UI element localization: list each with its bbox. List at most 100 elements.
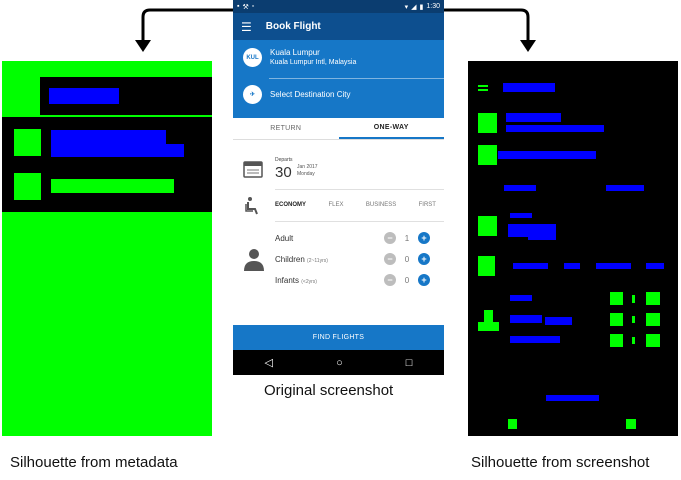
home-icon[interactable]: ○ <box>336 356 343 369</box>
sil-person-icon-body <box>478 322 499 331</box>
sil-infants-count <box>632 337 635 344</box>
sil-depart-month <box>528 235 556 240</box>
destination-placeholder: Select Destination City <box>270 89 351 99</box>
departs-label: Departs <box>275 157 293 163</box>
sil-adult-label <box>510 295 532 301</box>
android-nav-bar: ◁ ○ □ <box>233 350 444 375</box>
sil-children-age <box>545 317 572 325</box>
destination-row[interactable]: ✈ Select Destination City <box>243 85 350 104</box>
sil-title-block <box>503 83 555 92</box>
origin-code-badge: KUL <box>243 48 262 67</box>
find-flights-button[interactable]: FIND FLIGHTS <box>233 325 444 350</box>
minus-icon[interactable]: − <box>384 232 396 244</box>
depart-month-year: Jan 2017 <box>297 164 318 170</box>
class-first[interactable]: FIRST <box>418 202 436 208</box>
sil-destination-icon <box>14 173 41 200</box>
sil-origin-text-1 <box>51 130 166 144</box>
caption-original: Original screenshot <box>264 382 394 399</box>
arrow-head-left <box>135 40 151 52</box>
sil-children-count <box>632 316 635 323</box>
status-time: 1:30 <box>426 3 440 10</box>
sil-infants-plus <box>646 334 660 347</box>
sil-calendar-icon <box>478 216 497 236</box>
sil-destination-text <box>498 151 596 159</box>
status-bar: ▪ ⚒ ▫ ▾ ◢ ▮ 1:30 <box>233 0 444 13</box>
minus-icon[interactable]: − <box>384 274 396 286</box>
caption-metadata: Silhouette from metadata <box>10 454 178 471</box>
origin-airport: Kuala Lumpur Intl, Malaysia <box>270 59 357 66</box>
class-flex[interactable]: FLEX <box>328 202 344 208</box>
class-economy[interactable]: ECONOMY <box>275 202 307 208</box>
app-title: Book Flight <box>265 21 321 32</box>
cabin-class-options: ECONOMY FLEX BUSINESS FIRST <box>275 202 436 208</box>
children-label: Children <box>275 254 305 264</box>
phone-screenshot: ▪ ⚒ ▫ ▾ ◢ ▮ 1:30 ☰ Book Flight KUL Kuala… <box>233 0 444 375</box>
adult-label: Adult <box>275 233 294 243</box>
sil-children-minus <box>610 313 623 326</box>
sil-children-plus <box>646 313 660 326</box>
passenger-row-children: Children (2~11yrs) − 0 + <box>275 253 430 265</box>
minus-icon[interactable]: − <box>384 253 396 265</box>
passenger-row-adult: Adult − 1 + <box>275 232 430 244</box>
plus-icon[interactable]: + <box>418 232 430 244</box>
sil-origin-icon <box>478 113 497 133</box>
screenshot-silhouette <box>468 61 678 436</box>
departs-section[interactable]: Departs 30 Jan 2017 Monday <box>233 157 444 187</box>
sil-nav-back <box>508 419 517 429</box>
sil-infants-label <box>510 336 560 343</box>
passenger-label: Children (2~11yrs) <box>275 255 384 264</box>
arrow-to-metadata <box>141 8 233 44</box>
divider <box>275 189 444 190</box>
class-business[interactable]: BUSINESS <box>365 202 397 208</box>
plus-icon[interactable]: + <box>418 253 430 265</box>
sil-menu-mark <box>478 85 488 87</box>
depart-month-block: Jan 2017 Monday <box>297 164 318 178</box>
sil-tab-oneway <box>606 185 644 191</box>
trip-type-tabs: RETURN ONE-WAY <box>233 118 444 140</box>
sil-person-icon-head <box>484 310 493 322</box>
route-divider <box>269 78 444 79</box>
origin-row[interactable]: KUL Kuala Lumpur Kuala Lumpur Intl, Mala… <box>243 48 356 67</box>
sil-adult-plus <box>646 292 660 305</box>
sil-origin-text-2 <box>506 125 604 132</box>
tab-return[interactable]: RETURN <box>270 125 302 132</box>
passenger-label: Infants (<2yrs) <box>275 276 384 285</box>
depart-weekday: Monday <box>297 171 315 177</box>
arrow-to-screenshot <box>444 8 530 44</box>
origin-text: Kuala Lumpur Kuala Lumpur Intl, Malaysia <box>270 48 356 67</box>
passenger-row-infants: Infants (<2yrs) − 0 + <box>275 274 430 286</box>
sil-departs-label <box>510 213 532 218</box>
sil-nav-recent <box>626 419 636 429</box>
signal-icon: ◢ <box>411 3 417 11</box>
sil-class-flex <box>564 263 580 269</box>
tab-one-way[interactable]: ONE-WAY <box>338 118 444 139</box>
calendar-icon <box>243 161 263 178</box>
status-icons-right: ▾ ◢ ▮ 1:30 <box>405 3 440 11</box>
sil-destination-icon <box>478 145 497 165</box>
sil-title-block <box>49 88 119 104</box>
route-panel: KUL Kuala Lumpur Kuala Lumpur Intl, Mala… <box>233 40 444 118</box>
sil-class-economy <box>513 263 548 269</box>
sil-adult-minus <box>610 292 623 305</box>
hamburger-icon[interactable]: ☰ <box>241 19 252 34</box>
sil-origin-icon <box>14 129 41 156</box>
metadata-silhouette <box>2 61 212 436</box>
wrench-icon: ⚒ <box>242 3 249 11</box>
sil-children-label <box>510 315 542 323</box>
plus-icon[interactable]: + <box>418 274 430 286</box>
person-icon <box>244 249 264 271</box>
arrow-head-right <box>520 40 536 52</box>
back-icon[interactable]: ◁ <box>264 357 273 369</box>
sil-tab-return <box>504 185 536 191</box>
sil-origin-text-2 <box>51 144 184 157</box>
divider <box>275 221 444 222</box>
recents-icon[interactable]: □ <box>405 356 413 369</box>
sil-class-first <box>646 263 664 269</box>
notification-icon: ▪ <box>237 3 240 10</box>
children-age: (2~11yrs) <box>307 257 328 264</box>
sil-find-flights <box>546 395 599 401</box>
sil-adult-count <box>632 295 635 303</box>
sil-destination-text <box>51 179 174 193</box>
app-bar: ☰ Book Flight <box>233 13 444 40</box>
